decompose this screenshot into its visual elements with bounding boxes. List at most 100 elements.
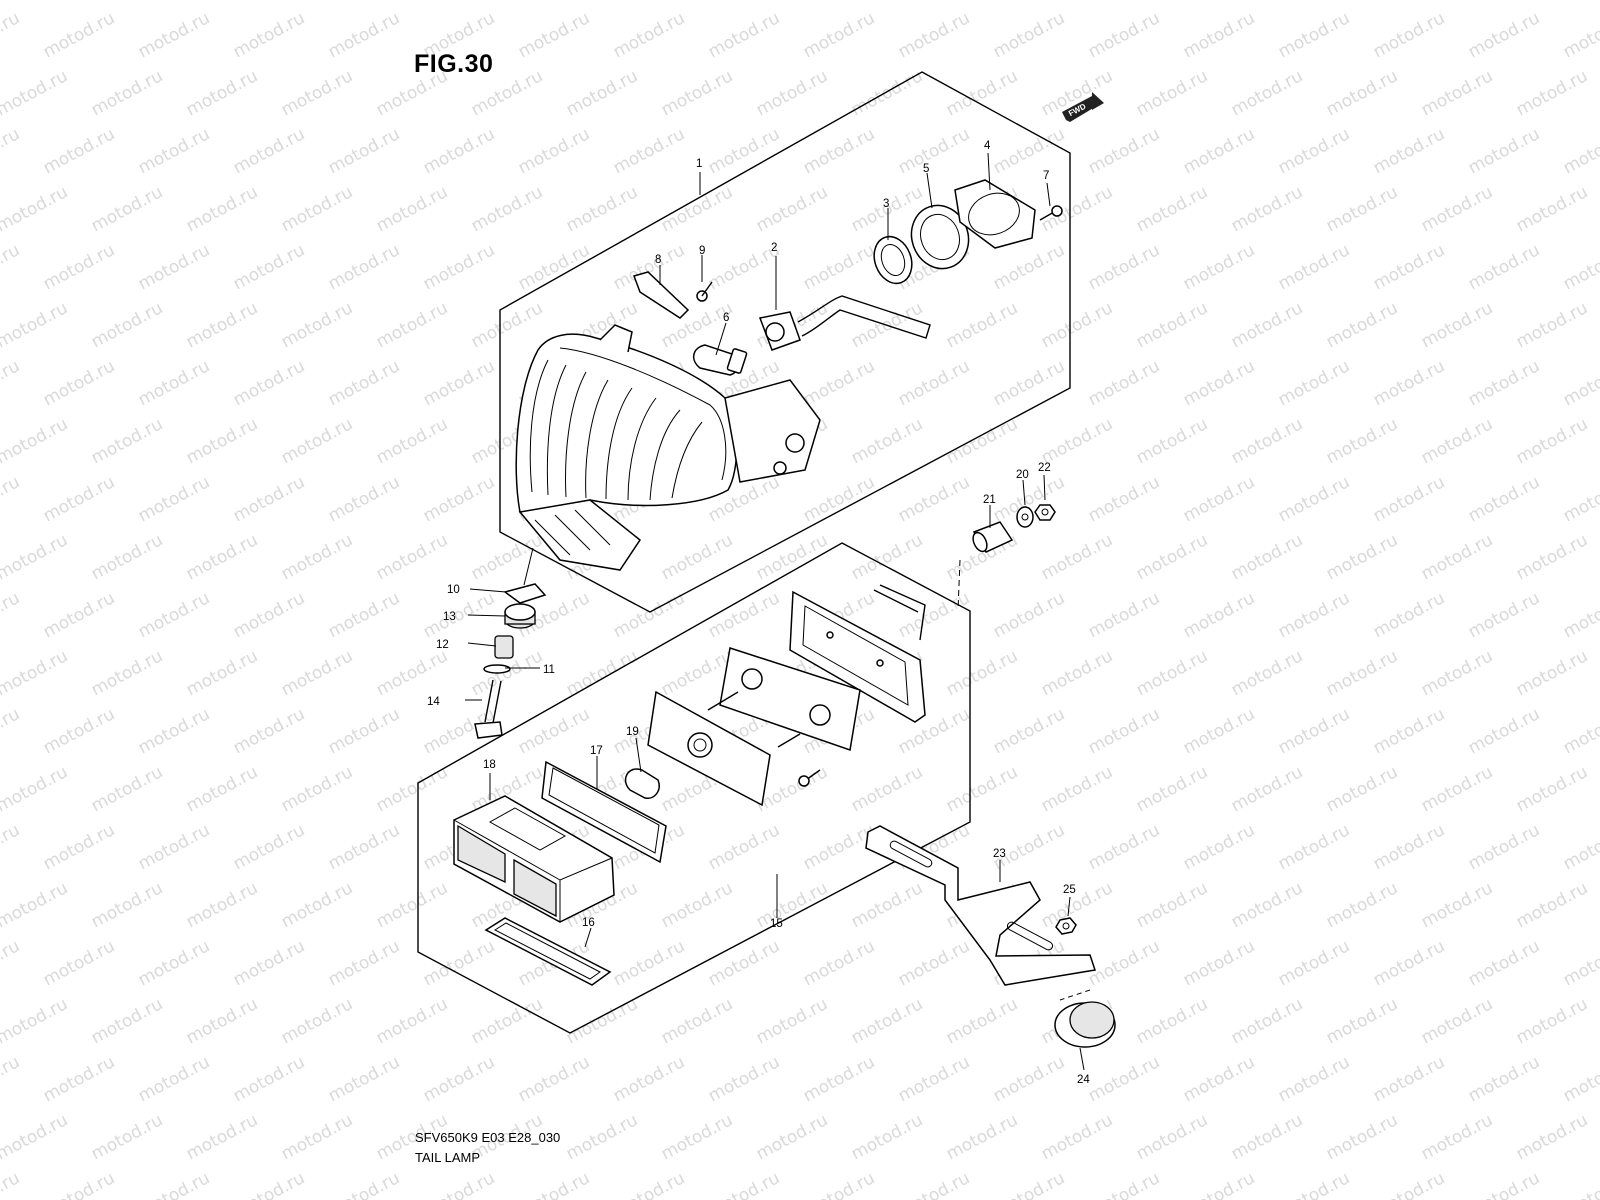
- watermark-text: motod.ru: [88, 66, 166, 120]
- watermark-text: motod.ru: [800, 472, 878, 526]
- watermark-text: motod.ru: [1180, 240, 1258, 294]
- watermark-text: motod.ru: [230, 704, 308, 758]
- watermark-text: motod.ru: [1465, 8, 1543, 62]
- watermark-text: motod.ru: [563, 646, 641, 700]
- watermark-text: motod.ru: [88, 530, 166, 584]
- watermark-text: motod.ru: [325, 8, 403, 62]
- gasket-drawing: [954, 179, 1036, 249]
- watermark-text: motod.ru: [1513, 182, 1591, 236]
- watermark-text: motod.ru: [88, 414, 166, 468]
- watermark-text: motod.ru: [753, 1110, 831, 1164]
- watermark-text: motod.ru: [1323, 414, 1401, 468]
- watermark-text: motod.ru: [1418, 414, 1496, 468]
- upper-assembly-boundary: [499, 71, 1071, 613]
- watermark-text: motod.ru: [1323, 994, 1401, 1048]
- callout-20: 20: [1016, 469, 1029, 481]
- watermark-text: motod.ru: [0, 8, 23, 62]
- watermark-text: motod.ru: [325, 240, 403, 294]
- watermark-text: motod.ru: [183, 530, 261, 584]
- watermark-text: motod.ru: [468, 182, 546, 236]
- ring-5-drawing: [910, 204, 970, 270]
- socket-drawing: [758, 295, 931, 351]
- watermark-text: motod.ru: [183, 298, 261, 352]
- watermark-text: motod.ru: [1323, 182, 1401, 236]
- watermark-text: motod.ru: [943, 1110, 1021, 1164]
- callout-23: 23: [993, 848, 1006, 860]
- watermark-text: motod.ru: [990, 704, 1068, 758]
- watermark-text: motod.ru: [800, 240, 878, 294]
- watermark-text: motod.ru: [848, 878, 926, 932]
- watermark-text: motod.ru: [0, 936, 23, 990]
- watermark-text: motod.ru: [1418, 0, 1496, 4]
- lens-gasket-drawing: [541, 760, 667, 864]
- watermark-text: motod.ru: [943, 762, 1021, 816]
- watermark-text: motod.ru: [278, 646, 356, 700]
- watermark-text: motod.ru: [278, 762, 356, 816]
- watermark-text: motod.ru: [1418, 530, 1496, 584]
- watermark-text: motod.ru: [610, 1052, 688, 1106]
- watermark-text: motod.ru: [610, 124, 688, 178]
- callout-10: 10: [447, 584, 460, 596]
- watermark-text: motod.ru: [325, 936, 403, 990]
- watermark-text: motod.ru: [1228, 182, 1306, 236]
- watermark-text: motod.ru: [230, 588, 308, 642]
- watermark-text: motod.ru: [1513, 530, 1591, 584]
- watermark-text: motod.ru: [0, 530, 71, 584]
- watermark-text: motod.ru: [515, 1052, 593, 1106]
- watermark-text: motod.ru: [1370, 1168, 1448, 1200]
- lens-gasket-inner: [548, 767, 660, 854]
- watermark-text: motod.ru: [88, 182, 166, 236]
- lower-assembly-boundary: [417, 542, 971, 1034]
- watermark-text: motod.ru: [420, 472, 498, 526]
- screw-9-drawing: [696, 281, 713, 302]
- watermark-text: motod.ru: [40, 588, 118, 642]
- watermark-text: motod.ru: [1560, 588, 1600, 642]
- watermark-text: motod.ru: [278, 994, 356, 1048]
- watermark-text: motod.ru: [1513, 1110, 1591, 1164]
- watermark-text: motod.ru: [705, 588, 783, 642]
- watermark-text: motod.ru: [135, 124, 213, 178]
- watermark-text: motod.ru: [135, 472, 213, 526]
- watermark-text: motod.ru: [0, 762, 71, 816]
- watermark-text: motod.ru: [230, 124, 308, 178]
- watermark-text: motod.ru: [40, 472, 118, 526]
- watermark-text: motod.ru: [1228, 298, 1306, 352]
- watermark-text: motod.ru: [88, 762, 166, 816]
- watermark-text: motod.ru: [1323, 1110, 1401, 1164]
- watermark-text: motod.ru: [325, 1052, 403, 1106]
- watermark-text: motod.ru: [420, 124, 498, 178]
- watermark-text: motod.ru: [943, 66, 1021, 120]
- watermark-text: motod.ru: [88, 994, 166, 1048]
- callout-5: 5: [923, 163, 929, 175]
- watermark-text: motod.ru: [1228, 762, 1306, 816]
- watermark-text: motod.ru: [1560, 356, 1600, 410]
- watermark-text: motod.ru: [800, 356, 878, 410]
- watermark-text: motod.ru: [230, 240, 308, 294]
- watermark-text: motod.ru: [278, 0, 356, 4]
- watermark-text: motod.ru: [1418, 298, 1496, 352]
- watermark-text: motod.ru: [1465, 936, 1543, 990]
- watermark-text: motod.ru: [0, 820, 23, 874]
- license-lens-drawing: [453, 795, 615, 923]
- watermark-text: motod.ru: [1370, 240, 1448, 294]
- watermark-text: motod.ru: [1085, 588, 1163, 642]
- watermark-text: motod.ru: [1038, 1110, 1116, 1164]
- washer-hole: [1021, 513, 1029, 521]
- watermark-text: motod.ru: [705, 820, 783, 874]
- watermark-text: motod.ru: [1560, 820, 1600, 874]
- watermark-text: motod.ru: [1275, 8, 1353, 62]
- watermark-text: motod.ru: [1323, 762, 1401, 816]
- watermark-text: motod.ru: [0, 182, 71, 236]
- watermark-text: motod.ru: [1228, 994, 1306, 1048]
- watermark-text: motod.ru: [1275, 820, 1353, 874]
- bulb-drawing: [693, 344, 748, 376]
- watermark-text: motod.ru: [135, 704, 213, 758]
- watermark-text: motod.ru: [1275, 472, 1353, 526]
- watermark-text: motod.ru: [1228, 530, 1306, 584]
- watermark-text: motod.ru: [183, 878, 261, 932]
- watermark-text: motod.ru: [373, 646, 451, 700]
- watermark-text: motod.ru: [1465, 1168, 1543, 1200]
- watermark-text: motod.ru: [753, 66, 831, 120]
- watermark-text: motod.ru: [278, 66, 356, 120]
